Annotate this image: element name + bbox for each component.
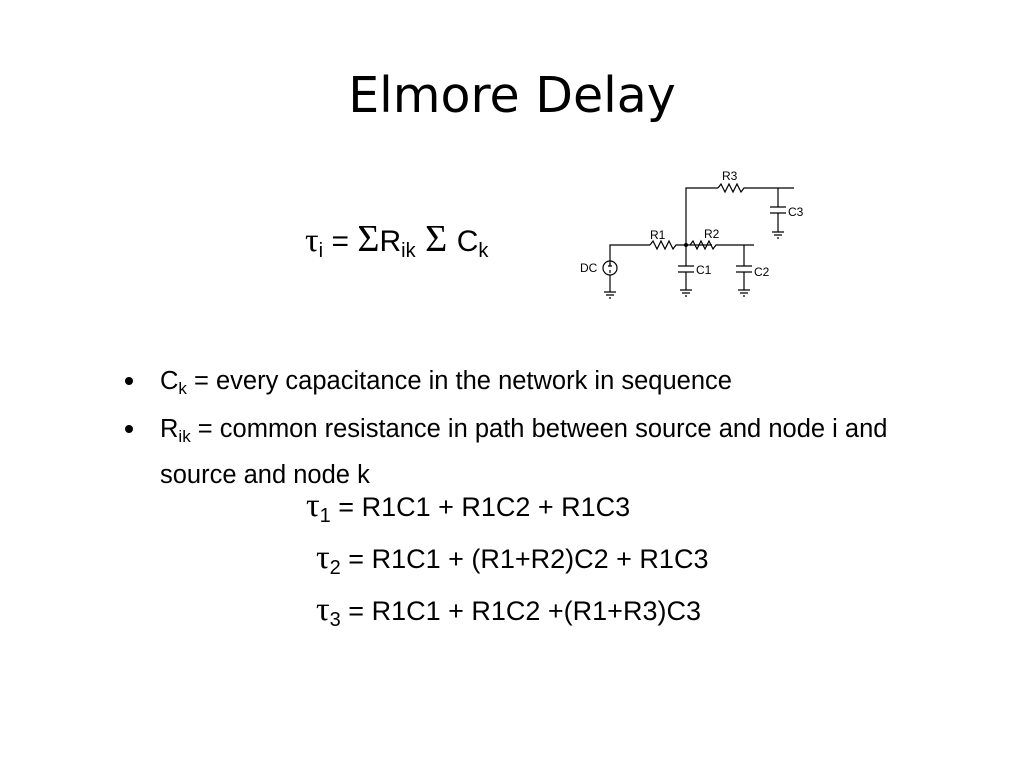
- label-dc-source: DC: [580, 261, 598, 275]
- label-c2: C2: [754, 265, 770, 279]
- capacitor-c3-icon: [770, 206, 786, 214]
- bullet-text: = every capacitance in the network in se…: [186, 367, 732, 395]
- label-c1: C1: [696, 263, 712, 277]
- bullet-symbol: R: [160, 415, 179, 443]
- label-r3: R3: [722, 169, 738, 183]
- tau-subscript: 1: [319, 505, 331, 527]
- elmore-delay-formula: τi = ΣRik Σ Ck: [305, 218, 489, 269]
- resistor-r1-icon: [649, 239, 712, 251]
- definition-list: Ck = every capacitance in the network in…: [120, 362, 910, 496]
- dc-source-symbol: [608, 263, 612, 273]
- bullet-text: = common resistance in path between sour…: [160, 415, 888, 489]
- ground-c2-icon: [738, 289, 750, 297]
- bullet-capacitance-definition: Ck = every capacitance in the network in…: [120, 362, 910, 408]
- label-r2: R2: [704, 227, 720, 241]
- capacitance-symbol: C: [456, 225, 479, 258]
- tau-symbol: τ: [306, 487, 320, 524]
- sigma-symbol-r: Σ: [357, 218, 380, 260]
- tau-symbol: τ: [305, 222, 319, 259]
- node-dot: [684, 243, 688, 247]
- branch-wire-r3: [685, 187, 718, 245]
- bullet-symbol: C: [160, 367, 179, 395]
- equation-rhs: = R1C1 + R1C2 + R1C3: [330, 492, 631, 522]
- label-r1: R1: [650, 228, 666, 242]
- resistor-r2-icon: [689, 239, 754, 251]
- equation-tau-1: τ1 = R1C1 + R1C2 + R1C3: [306, 488, 630, 534]
- resistance-symbol: R: [379, 225, 402, 258]
- tau-symbol: τ: [316, 539, 330, 576]
- capacitor-c1-icon: [678, 265, 694, 273]
- resistance-subscript: ik: [401, 240, 416, 262]
- equation-rhs: = R1C1 + (R1+R2)C2 + R1C3: [340, 544, 709, 574]
- resistor-r3-icon: [717, 182, 794, 194]
- equation-tau-3: τ3 = R1C1 + R1C2 +(R1+R3)C3: [316, 592, 701, 638]
- sigma-symbol-c: Σ: [415, 218, 457, 260]
- dc-source-wire-top: [609, 244, 650, 266]
- bullet-subscript: ik: [178, 427, 191, 446]
- tau-symbol: τ: [316, 591, 330, 628]
- capacitance-subscript: k: [478, 240, 489, 262]
- tau-subscript: 2: [329, 557, 341, 579]
- rc-tree-circuit-diagram: R1 R2 R3 C1 C2 C3 DC: [580, 169, 804, 299]
- equation-rhs: = R1C1 + R1C2 +(R1+R3)C3: [340, 596, 701, 626]
- equation-tau-2: τ2 = R1C1 + (R1+R2)C2 + R1C3: [316, 540, 708, 586]
- label-c3: C3: [788, 205, 804, 219]
- tau-subscript: i: [318, 240, 324, 262]
- bullet-icon: [125, 377, 133, 385]
- ground-c3-icon: [772, 231, 784, 239]
- bullet-subscript: k: [178, 379, 187, 398]
- capacitor-c2-icon: [736, 265, 752, 273]
- equals-sign: =: [323, 225, 358, 258]
- tau-subscript: 3: [329, 609, 341, 631]
- ground-c1-icon: [680, 289, 692, 297]
- bullet-resistance-definition: Rik = common resistance in path between …: [120, 410, 910, 494]
- slide-title: Elmore Delay: [348, 67, 676, 124]
- bullet-icon: [125, 425, 133, 433]
- ground-source-icon: [604, 291, 616, 299]
